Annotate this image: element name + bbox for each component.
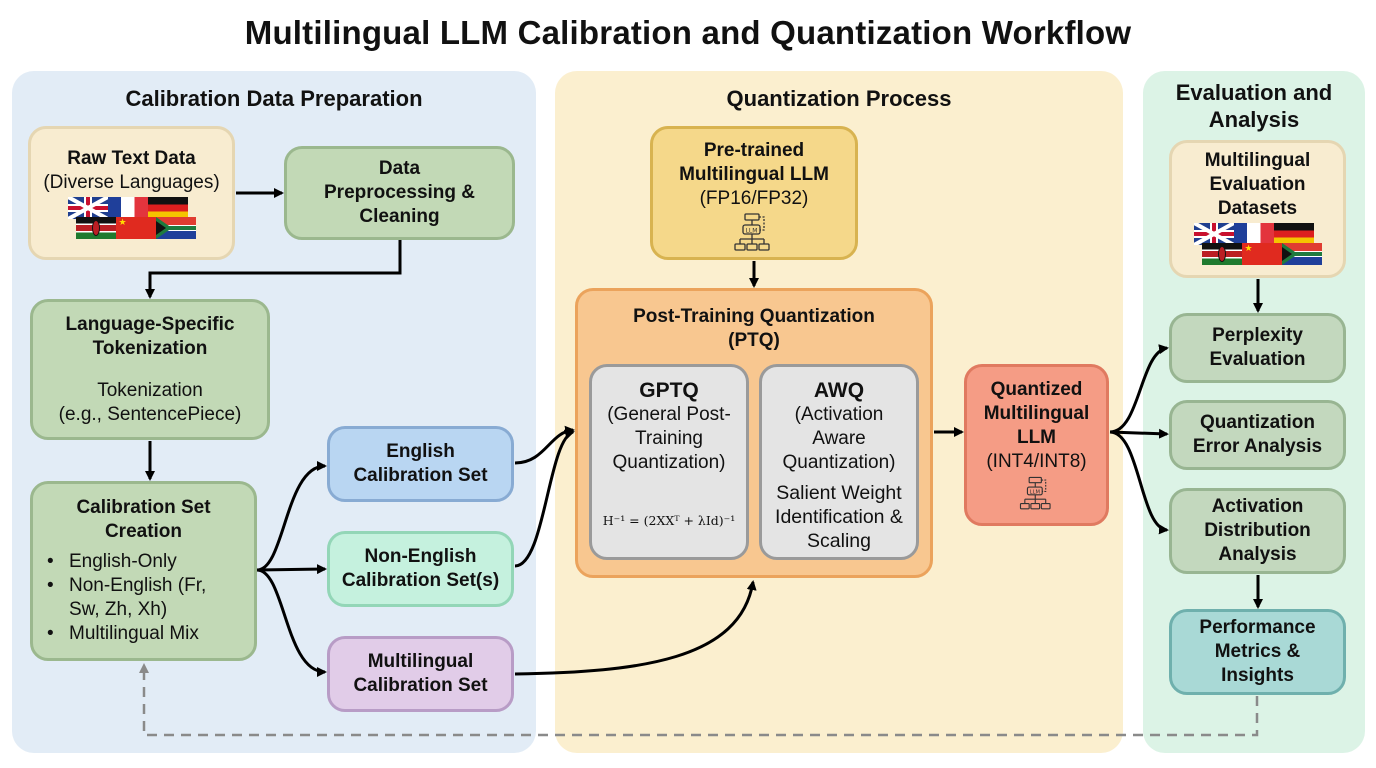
node-title: Multilingual Calibration Set [353,651,488,696]
llm-network-icon: LLM [1019,476,1051,510]
pretrained-llm-node[interactable]: Pre-trained Multilingual LLM (FP16/FP32)… [650,126,858,260]
south-africa-flag-icon [155,217,196,239]
quantization-error-node[interactable]: Quantization Error Analysis [1169,400,1346,470]
list-item: English-Only [47,550,219,574]
data-preprocessing-node[interactable]: Data Preprocessing & Cleaning [284,146,515,240]
node-title: Quantization Error Analysis [1192,412,1323,457]
kenya-flag-icon [1201,243,1242,265]
node-title: English Calibration Set [353,441,488,486]
page-title: Multilingual LLM Calibration and Quantiz… [244,14,1132,51]
node-desc: Tokenization [97,379,203,401]
node-extra: Salient Weight Identification & Scaling [775,482,903,552]
calibration-set-creation-node[interactable]: Calibration Set Creation English-Only No… [30,481,257,661]
node-title: Multilingual Evaluation Datasets [1204,150,1311,219]
panel-title: Quantization Process [726,86,952,111]
node-title: Post-Training Quantization [633,306,875,327]
gptq-formula: H⁻¹ = (2XXᵀ + λId)⁻¹ [602,513,736,528]
english-calibration-set-node[interactable]: English Calibration Set [327,426,514,502]
non-english-calibration-set-node[interactable]: Non-English Calibration Set(s) [327,531,514,607]
gptq-node[interactable]: GPTQ (General Post-Training Quantization… [589,364,749,560]
svg-text:LLM: LLM [746,228,758,235]
performance-metrics-node[interactable]: Performance Metrics & Insights [1169,609,1346,695]
perplexity-evaluation-node[interactable]: Perplexity Evaluation [1169,313,1346,383]
germany-flag-icon [1273,223,1314,245]
node-title: Data Preprocessing & Cleaning [324,158,475,227]
flags-group [1193,223,1322,265]
node-title: Non-English Calibration Set(s) [341,546,500,591]
activation-distribution-node[interactable]: Activation Distribution Analysis [1169,488,1346,574]
kenya-flag-icon [75,217,116,239]
node-title: Raw Text Data [67,148,196,169]
china-flag-icon [115,217,156,239]
node-subtitle: (FP16/FP32) [699,188,809,209]
node-desc: (Activation Aware Quantization) [782,404,896,473]
list-item: Multilingual Mix [47,622,219,646]
evaluation-datasets-node[interactable]: Multilingual Evaluation Datasets [1169,140,1346,278]
uk-flag-icon [67,197,108,219]
list-item: Non-English (Fr, Sw, Zh, Xh) [47,574,219,622]
node-desc: (General Post-Training Quantization) [607,404,731,473]
node-title: Quantized Multilingual LLM [983,379,1090,448]
south-africa-flag-icon [1281,243,1322,265]
llm-network-icon: LLM [734,213,770,251]
node-title: Calibration Set Creation [76,497,211,542]
node-title: Performance Metrics & Insights [1199,617,1316,686]
germany-flag-icon [147,197,188,219]
panel-title: Evaluation and Analysis [1175,80,1333,132]
france-flag-icon [107,197,148,219]
svg-text:LLM: LLM [1029,490,1039,496]
node-subtitle: (Diverse Languages) [43,172,220,193]
panel-title: Calibration Data Preparation [125,86,423,111]
calibration-options-list: English-Only Non-English (Fr, Sw, Zh, Xh… [33,550,219,646]
node-title: Perplexity Evaluation [1209,325,1306,370]
flags-group [67,197,196,239]
node-title: Activation Distribution Analysis [1204,496,1311,565]
awq-node[interactable]: AWQ (Activation Aware Quantization) Sali… [759,364,919,560]
node-desc: (e.g., SentencePiece) [58,403,242,425]
node-title: Multilingual LLM [679,164,829,185]
france-flag-icon [1233,223,1274,245]
multilingual-calibration-set-node[interactable]: Multilingual Calibration Set [327,636,514,712]
uk-flag-icon [1193,223,1234,245]
node-title: Pre-trained [703,140,805,161]
node-title: GPTQ [639,379,699,402]
node-subtitle: (INT4/INT8) [986,451,1087,472]
raw-text-data-node[interactable]: Raw Text Data (Diverse Languages) [28,126,235,260]
node-subtitle: (PTQ) [728,330,780,351]
node-title: Language-Specific Tokenization [65,313,235,359]
quantized-llm-node[interactable]: Quantized Multilingual LLM (INT4/INT8) L… [964,364,1109,526]
node-title: AWQ [813,379,865,402]
tokenization-node[interactable]: Language-Specific Tokenization Tokenizat… [30,299,270,440]
china-flag-icon [1241,243,1282,265]
